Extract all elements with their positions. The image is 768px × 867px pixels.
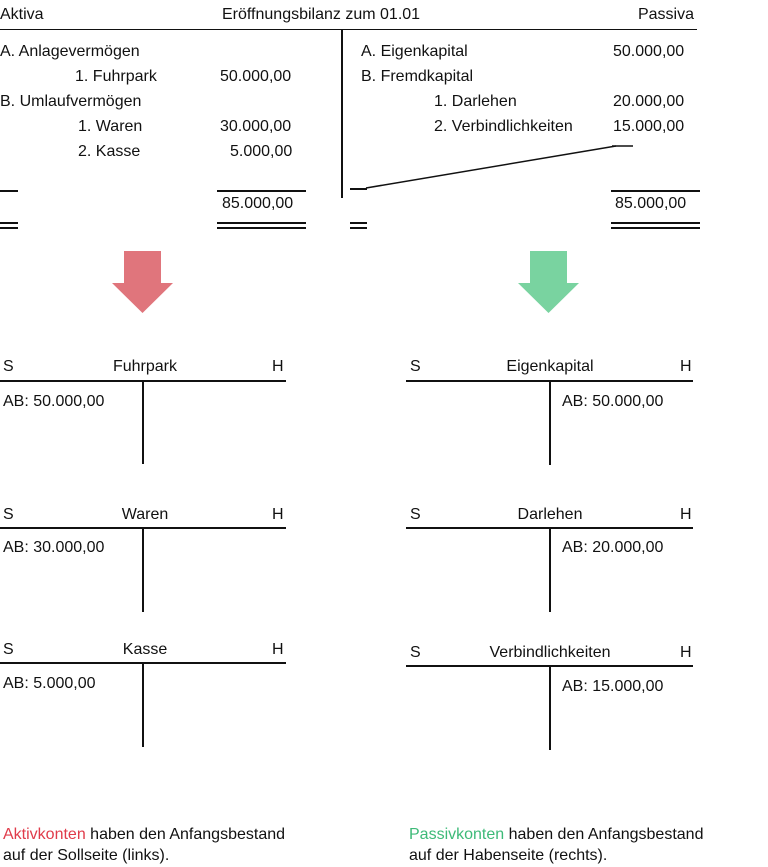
t-account-s: S bbox=[410, 358, 421, 375]
umlaufvermoegen-heading: B. Umlaufvermögen bbox=[0, 93, 142, 110]
passiva-total: 85.000,00 bbox=[615, 195, 687, 212]
t-account-s: S bbox=[3, 641, 14, 658]
t-account-entry: AB: 5.000,00 bbox=[3, 675, 96, 692]
passiv-arrow-down-icon bbox=[518, 251, 579, 313]
t-account-entry: AB: 50.000,00 bbox=[3, 393, 105, 410]
t-account-h: H bbox=[272, 358, 284, 375]
t-account-horizontal-line bbox=[406, 380, 693, 382]
t-account-h: H bbox=[272, 506, 284, 523]
t-account-h: H bbox=[272, 641, 284, 658]
right-double-rule-a1 bbox=[350, 222, 367, 224]
passivkonten-note-line1: Passivkonten haben den Anfangsbestand bbox=[409, 825, 703, 845]
t-account-entry: AB: 30.000,00 bbox=[3, 539, 105, 556]
t-account-s: S bbox=[3, 358, 14, 375]
t-account-s: S bbox=[410, 506, 421, 523]
t-account-vertical-line bbox=[549, 381, 551, 465]
t-account-vertical-line bbox=[549, 666, 551, 750]
t-account-entry: AB: 50.000,00 bbox=[562, 393, 664, 410]
t-account-title: Darlehen bbox=[517, 506, 583, 523]
right-double-rule-b2 bbox=[611, 227, 700, 229]
t-account-vertical-line bbox=[549, 528, 551, 612]
passiva-diagonal-line bbox=[365, 145, 617, 189]
t-account-h: H bbox=[680, 358, 692, 375]
t-account-title: Waren bbox=[121, 506, 169, 523]
fuhrpark-label: 1. Fuhrpark bbox=[75, 68, 157, 85]
t-account-entry: AB: 15.000,00 bbox=[562, 678, 664, 695]
left-double-rule-a1 bbox=[0, 222, 18, 224]
t-account-vertical-line bbox=[142, 663, 144, 747]
t-account-title: Kasse bbox=[122, 641, 168, 658]
right-sum-rule bbox=[611, 190, 700, 192]
t-account-horizontal-line bbox=[0, 527, 286, 529]
right-dash-rule bbox=[350, 188, 367, 190]
eigenkapital-value: 50.000,00 bbox=[613, 43, 685, 60]
fuhrpark-value: 50.000,00 bbox=[220, 68, 292, 85]
fremdkapital-heading: B. Fremdkapital bbox=[361, 68, 474, 85]
kasse-value: 5.000,00 bbox=[230, 143, 293, 160]
waren-value: 30.000,00 bbox=[220, 118, 292, 135]
darlehen-value: 20.000,00 bbox=[613, 93, 685, 110]
aktivkonten-note-line2: auf der Sollseite (links). bbox=[3, 847, 170, 864]
kasse-label: 2. Kasse bbox=[78, 143, 141, 160]
eigenkapital-heading: A. Eigenkapital bbox=[361, 43, 468, 60]
t-account-h: H bbox=[680, 644, 692, 661]
waren-label: 1. Waren bbox=[78, 118, 143, 135]
t-account-title: Fuhrpark bbox=[112, 358, 178, 375]
right-double-rule-b1 bbox=[611, 222, 700, 224]
passivkonten-keyword: Passivkonten bbox=[409, 826, 505, 843]
t-account-vertical-line bbox=[142, 381, 144, 464]
left-double-rule-b2 bbox=[217, 227, 306, 229]
darlehen-label: 1. Darlehen bbox=[434, 93, 517, 110]
aktiva-total: 85.000,00 bbox=[222, 195, 294, 212]
left-double-rule-b1 bbox=[217, 222, 306, 224]
aktivkonten-keyword: Aktivkonten bbox=[3, 826, 86, 843]
balance-center-divider bbox=[341, 30, 343, 198]
t-account-horizontal-line bbox=[0, 380, 286, 382]
t-account-horizontal-line bbox=[406, 527, 693, 529]
verbindlichkeiten-value: 15.000,00 bbox=[613, 118, 685, 135]
anlagevermoegen-heading: A. Anlagevermögen bbox=[0, 43, 140, 60]
left-dash-rule bbox=[0, 190, 18, 192]
passivkonten-note-text: haben den Anfangsbestand bbox=[504, 826, 704, 843]
aktivkonten-note-text: haben den Anfangsbestand bbox=[85, 826, 286, 843]
passivkonten-note-line2: auf der Habenseite (rechts). bbox=[409, 847, 608, 864]
aktivkonten-note-line1: Aktivkonten haben den Anfangsbestand bbox=[3, 825, 285, 845]
t-account-vertical-line bbox=[142, 528, 144, 612]
aktiv-arrow-down-icon bbox=[112, 251, 173, 313]
left-sum-rule bbox=[217, 190, 306, 192]
t-account-s: S bbox=[410, 644, 421, 661]
t-account-horizontal-line bbox=[406, 665, 693, 667]
aktiva-header: Aktiva bbox=[0, 6, 44, 23]
left-double-rule-a2 bbox=[0, 227, 18, 229]
t-account-title: Eigenkapital bbox=[506, 358, 594, 375]
verbindlichkeiten-label: 2. Verbindlichkeiten bbox=[434, 118, 573, 135]
t-account-entry: AB: 20.000,00 bbox=[562, 539, 664, 556]
t-account-horizontal-line bbox=[0, 662, 286, 664]
t-account-s: S bbox=[3, 506, 14, 523]
t-account-title: Verbindlichkeiten bbox=[489, 644, 611, 661]
t-account-h: H bbox=[680, 506, 692, 523]
header-rule bbox=[0, 29, 697, 30]
passiva-header: Passiva bbox=[637, 6, 694, 23]
right-double-rule-a2 bbox=[350, 227, 367, 229]
balance-title: Eröffnungsbilanz zum 01.01 bbox=[222, 6, 421, 23]
